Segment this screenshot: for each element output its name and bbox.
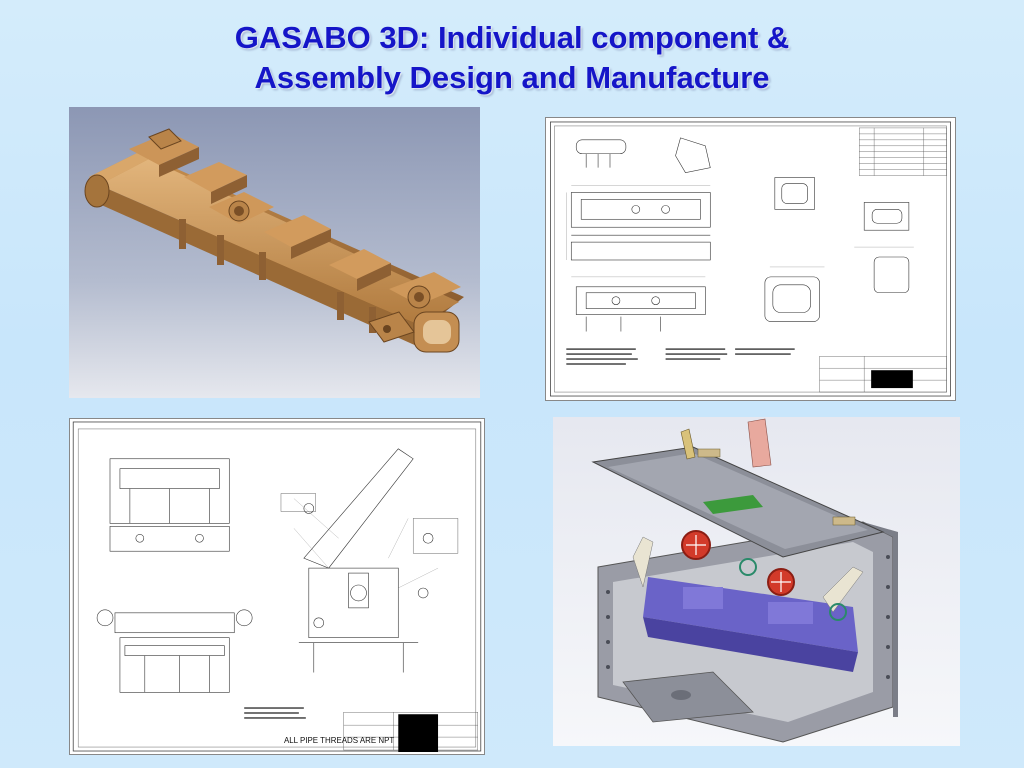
slide-title: GASABO 3D: Individual component & Assemb… [0, 18, 1024, 98]
component-drawing-image [550, 121, 951, 397]
pipe-thread-note: ALL PIPE THREADS ARE NPT [284, 736, 394, 745]
component-3d-render [69, 107, 480, 398]
title-line-1: GASABO 3D: Individual component & [234, 20, 790, 55]
assembly-technical-drawing: ALL PIPE THREADS ARE NPT [69, 418, 485, 755]
assembly-render-image [553, 417, 960, 746]
component-render-image [69, 107, 480, 398]
component-technical-drawing [545, 117, 956, 401]
assembly-3d-render [553, 417, 960, 746]
assembly-drawing-image: ALL PIPE THREADS ARE NPT [72, 421, 482, 753]
redaction-box [871, 370, 913, 389]
title-line-2: Assembly Design and Manufacture [254, 60, 770, 95]
redaction-box [398, 714, 439, 753]
